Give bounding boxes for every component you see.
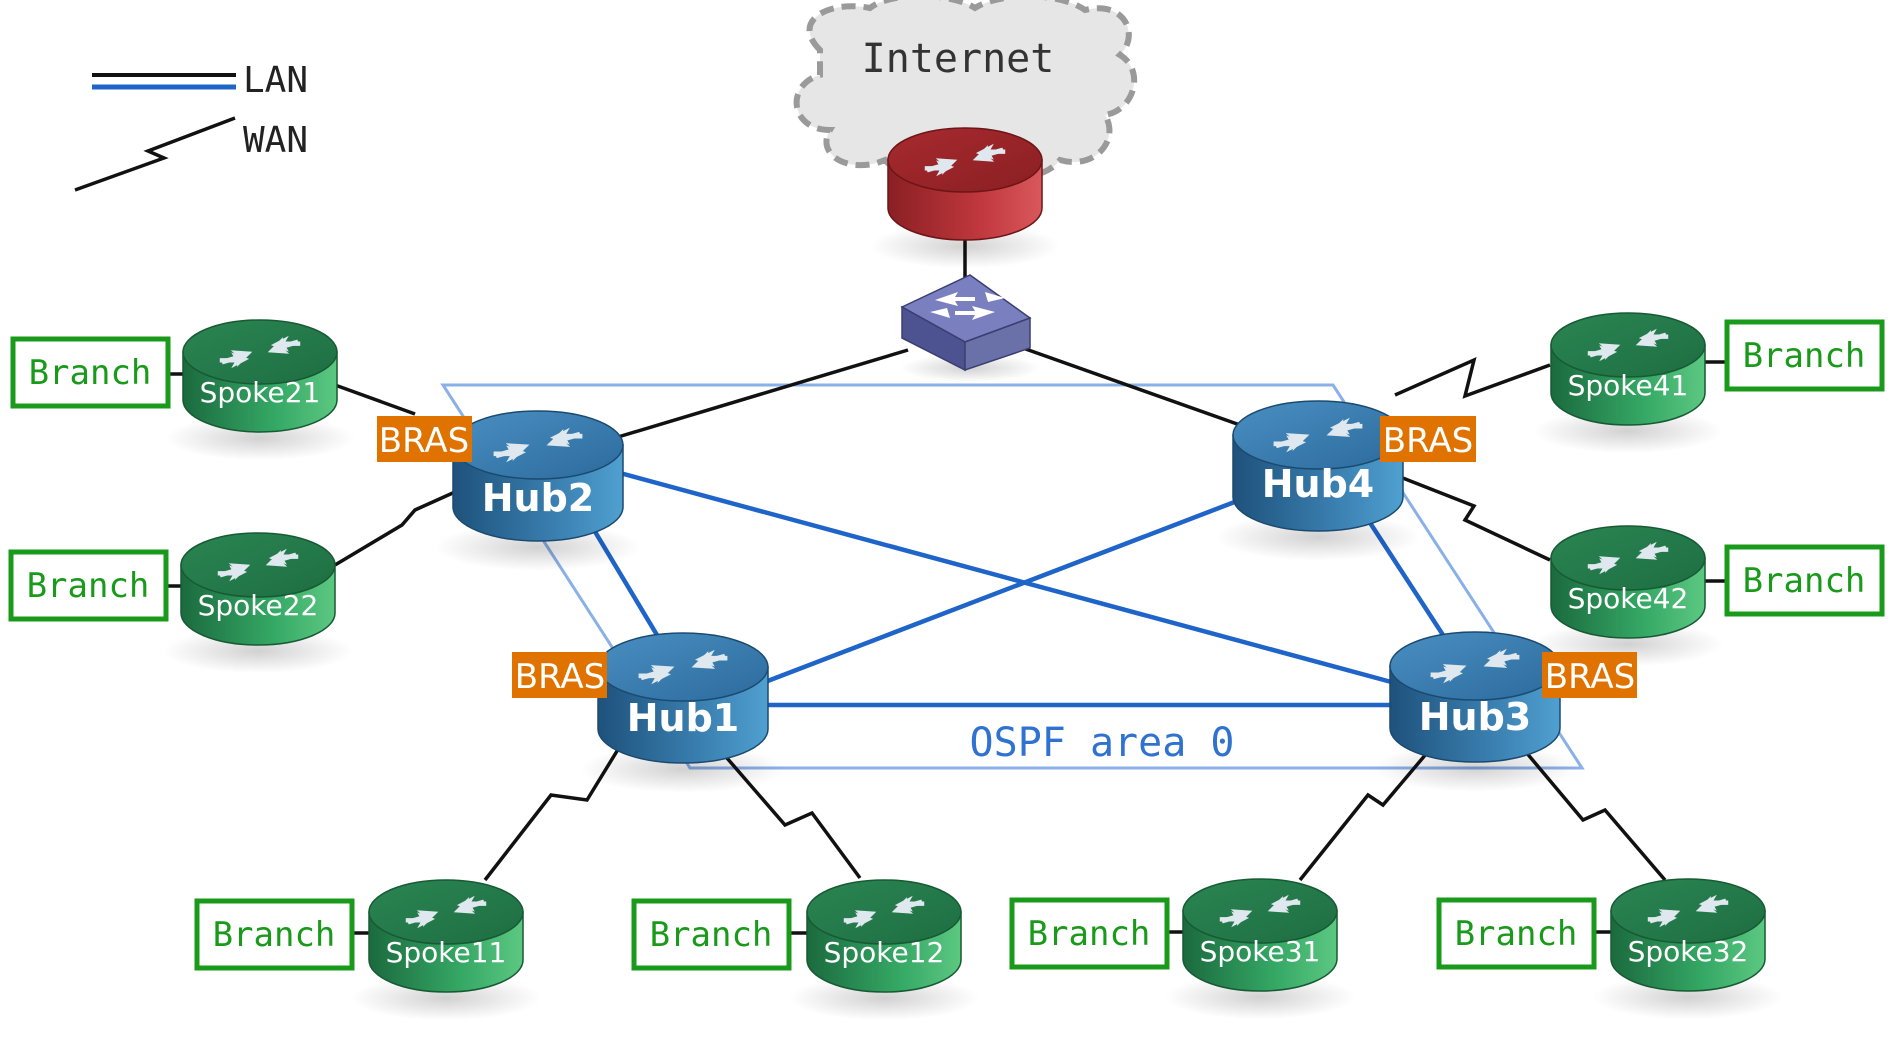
hub1-router-shadow bbox=[580, 745, 786, 793]
spoke42-router: Spoke42 bbox=[1533, 525, 1723, 667]
branch-boxes: Branch Branch Branch Branch Branch Branc… bbox=[8, 319, 1885, 971]
link-hub2-spoke22 bbox=[334, 490, 456, 567]
spoke11-router-label: Spoke11 bbox=[386, 936, 507, 969]
branch-label-spoke21: Branch bbox=[29, 353, 152, 393]
spoke41-router-label: Spoke41 bbox=[1568, 369, 1689, 402]
bras-badge-hub2: BRAS bbox=[377, 416, 472, 462]
branch-label-spoke42: Branch bbox=[1743, 561, 1866, 601]
spoke11-router-shadow bbox=[351, 975, 541, 1021]
hub1-router: Hub1 bbox=[580, 632, 786, 793]
link-switch-hub2 bbox=[617, 348, 909, 439]
spoke21-router-top bbox=[182, 319, 338, 385]
branch-box-spoke12: Branch bbox=[631, 898, 792, 971]
internet-router-shadow bbox=[870, 223, 1060, 269]
hub2-router-label: Hub2 bbox=[482, 476, 595, 520]
hub3-router-label: Hub3 bbox=[1419, 695, 1532, 739]
branch-label-spoke11: Branch bbox=[213, 915, 336, 955]
spoke32-router-top bbox=[1610, 878, 1766, 944]
hub3-router-shadow bbox=[1372, 744, 1578, 792]
spoke21-router: Spoke21 bbox=[165, 319, 355, 461]
branch-box-spoke21: Branch bbox=[10, 336, 171, 409]
bras-label-hub1: BRAS bbox=[515, 657, 605, 697]
link-hub4-spoke41 bbox=[1394, 356, 1551, 399]
link-hub1-spoke12 bbox=[718, 748, 862, 880]
switch-right-side bbox=[964, 316, 1031, 372]
legend-lan-label: LAN bbox=[243, 60, 308, 101]
hub4-router: Hub4 bbox=[1215, 400, 1421, 561]
spoke12-router-shadow bbox=[789, 975, 979, 1021]
spoke31-router-label: Spoke31 bbox=[1200, 935, 1321, 968]
cloud-shape bbox=[793, 0, 1138, 180]
spoke21-router-shadow bbox=[165, 415, 355, 461]
branch-box-spoke11: Branch bbox=[194, 898, 355, 971]
spoke32-router-shadow bbox=[1593, 974, 1783, 1020]
internet-router-top bbox=[887, 127, 1043, 193]
branch-label-spoke22: Branch bbox=[27, 566, 150, 606]
branch-label-spoke41: Branch bbox=[1743, 336, 1866, 376]
bras-label-hub2: BRAS bbox=[379, 421, 469, 461]
spoke11-router: Spoke11 bbox=[351, 879, 541, 1021]
spoke42-router-top bbox=[1550, 525, 1706, 591]
branch-box-spoke32: Branch bbox=[1436, 897, 1597, 970]
spoke31-router-top bbox=[1182, 878, 1338, 944]
spoke22-router-top bbox=[180, 532, 336, 598]
spoke12-router-top bbox=[806, 879, 962, 945]
bras-badges: BRAS BRAS BRAS BRAS bbox=[377, 416, 1637, 698]
spoke41-router-shadow bbox=[1533, 408, 1723, 454]
spoke31-router-shadow bbox=[1165, 974, 1355, 1020]
link-hub4-spoke42 bbox=[1394, 473, 1551, 562]
spoke21-router-label: Spoke21 bbox=[200, 376, 321, 409]
hub2-router: Hub2 bbox=[435, 410, 641, 571]
bras-badge-hub1: BRAS bbox=[512, 652, 607, 698]
hub4-router-top bbox=[1232, 400, 1404, 470]
hub1-router-label: Hub1 bbox=[627, 696, 740, 740]
switch-arrows-icon bbox=[930, 292, 1005, 320]
hub2-router-top bbox=[452, 410, 624, 480]
branch-label-spoke31: Branch bbox=[1028, 914, 1151, 954]
hub3-router: Hub3 bbox=[1372, 631, 1578, 792]
hub4-router-label: Hub4 bbox=[1262, 462, 1375, 506]
spoke41-router-top bbox=[1550, 312, 1706, 378]
spoke22-router-shadow bbox=[163, 628, 353, 674]
hub2-router-shadow bbox=[435, 523, 641, 571]
bras-label-hub3: BRAS bbox=[1545, 657, 1635, 697]
legend: LAN WAN bbox=[74, 60, 308, 192]
branch-label-spoke32: Branch bbox=[1455, 914, 1578, 954]
hub1-router-top bbox=[597, 632, 769, 702]
bras-label-hub4: BRAS bbox=[1383, 421, 1473, 461]
spoke12-router: Spoke12 bbox=[789, 879, 979, 1021]
hub4-router-shadow bbox=[1215, 513, 1421, 561]
spoke42-router-label: Spoke42 bbox=[1568, 582, 1689, 615]
lan-link-hub4-hub1 bbox=[764, 495, 1246, 685]
spoke22-router-label: Spoke22 bbox=[198, 589, 319, 622]
branch-box-spoke42: Branch bbox=[1724, 544, 1885, 617]
spoke12-router-label: Spoke12 bbox=[824, 936, 945, 969]
switch bbox=[900, 274, 1040, 382]
spoke11-router-top bbox=[368, 879, 524, 945]
spoke22-router: Spoke22 bbox=[163, 532, 353, 674]
bras-badge-hub3: BRAS bbox=[1542, 652, 1637, 698]
internet-cloud: Internet bbox=[793, 0, 1138, 180]
spoke32-router: Spoke32 bbox=[1593, 878, 1783, 1020]
link-switch-hub4 bbox=[1019, 345, 1241, 427]
branch-box-spoke22: Branch bbox=[8, 549, 169, 622]
branch-label-spoke12: Branch bbox=[650, 915, 773, 955]
bras-badge-hub4: BRAS bbox=[1380, 416, 1476, 462]
lan-link-hub2-hub3 bbox=[619, 470, 1396, 686]
legend-wan-line bbox=[74, 116, 236, 192]
ospf-area-outline bbox=[440, 383, 1585, 770]
spoke31-router: Spoke31 bbox=[1165, 878, 1355, 1020]
internet-label: Internet bbox=[862, 36, 1055, 82]
spoke32-router-label: Spoke32 bbox=[1628, 935, 1749, 968]
ospf-area-label: OSPF area 0 bbox=[970, 720, 1235, 766]
link-hub2-spoke21 bbox=[334, 383, 416, 416]
spoke41-router: Spoke41 bbox=[1533, 312, 1723, 454]
branch-box-spoke31: Branch bbox=[1009, 897, 1170, 970]
legend-wan-label: WAN bbox=[243, 120, 308, 161]
branch-box-spoke41: Branch bbox=[1724, 319, 1885, 392]
internet-router bbox=[870, 127, 1060, 269]
